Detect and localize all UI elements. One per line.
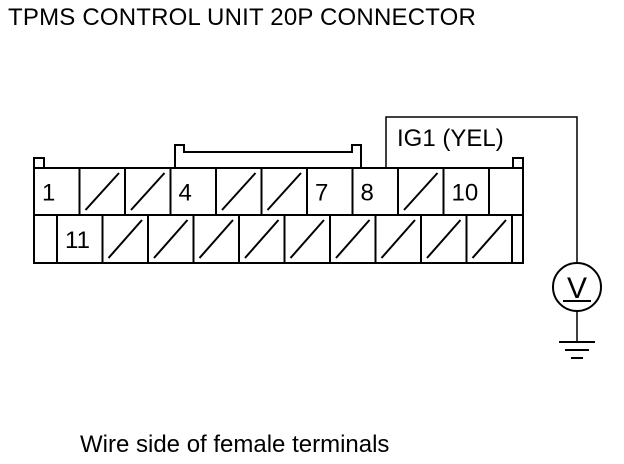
terminal-8-label: 8 (361, 180, 374, 207)
unused-terminal-slash (380, 219, 416, 259)
connector-title: TPMS CONTROL UNIT 20P CONNECTOR (8, 4, 477, 31)
unused-terminal-slash (471, 219, 507, 259)
unused-terminal-slash (198, 219, 234, 259)
unused-terminal-slash (153, 219, 189, 259)
unused-terminal-slash (289, 219, 325, 259)
connector-caption: Wire side of female terminals (80, 431, 390, 458)
terminal-4-label: 4 (179, 180, 192, 207)
connector-latch (174, 144, 362, 168)
unused-terminal-slash (84, 172, 120, 211)
unused-terminal-slash (107, 219, 143, 259)
terminal-cells: 1 4 7 8 10 11 (34, 168, 523, 263)
connector-right-tab (512, 157, 524, 168)
connector-left-tab (33, 157, 45, 168)
test-lead-wire (385, 116, 578, 263)
terminal-7-label: 7 (315, 180, 328, 207)
unused-terminal-slash (403, 172, 439, 211)
terminal-11-label: 11 (65, 227, 90, 254)
voltmeter-icon: V (552, 262, 602, 312)
unused-terminal-slash (244, 219, 280, 259)
ground-icon (559, 341, 595, 359)
terminal-10-label: 10 (452, 180, 479, 207)
unused-terminal-slash (221, 172, 257, 211)
terminal-1-label: 1 (42, 180, 55, 207)
unused-terminal-slash (426, 219, 462, 259)
unused-terminal-slash (266, 172, 302, 211)
unused-terminal-slash (130, 172, 166, 211)
unused-terminal-slash (335, 219, 371, 259)
voltmeter-symbol: V (567, 272, 587, 305)
signal-label: IG1 (YEL) (397, 125, 504, 152)
